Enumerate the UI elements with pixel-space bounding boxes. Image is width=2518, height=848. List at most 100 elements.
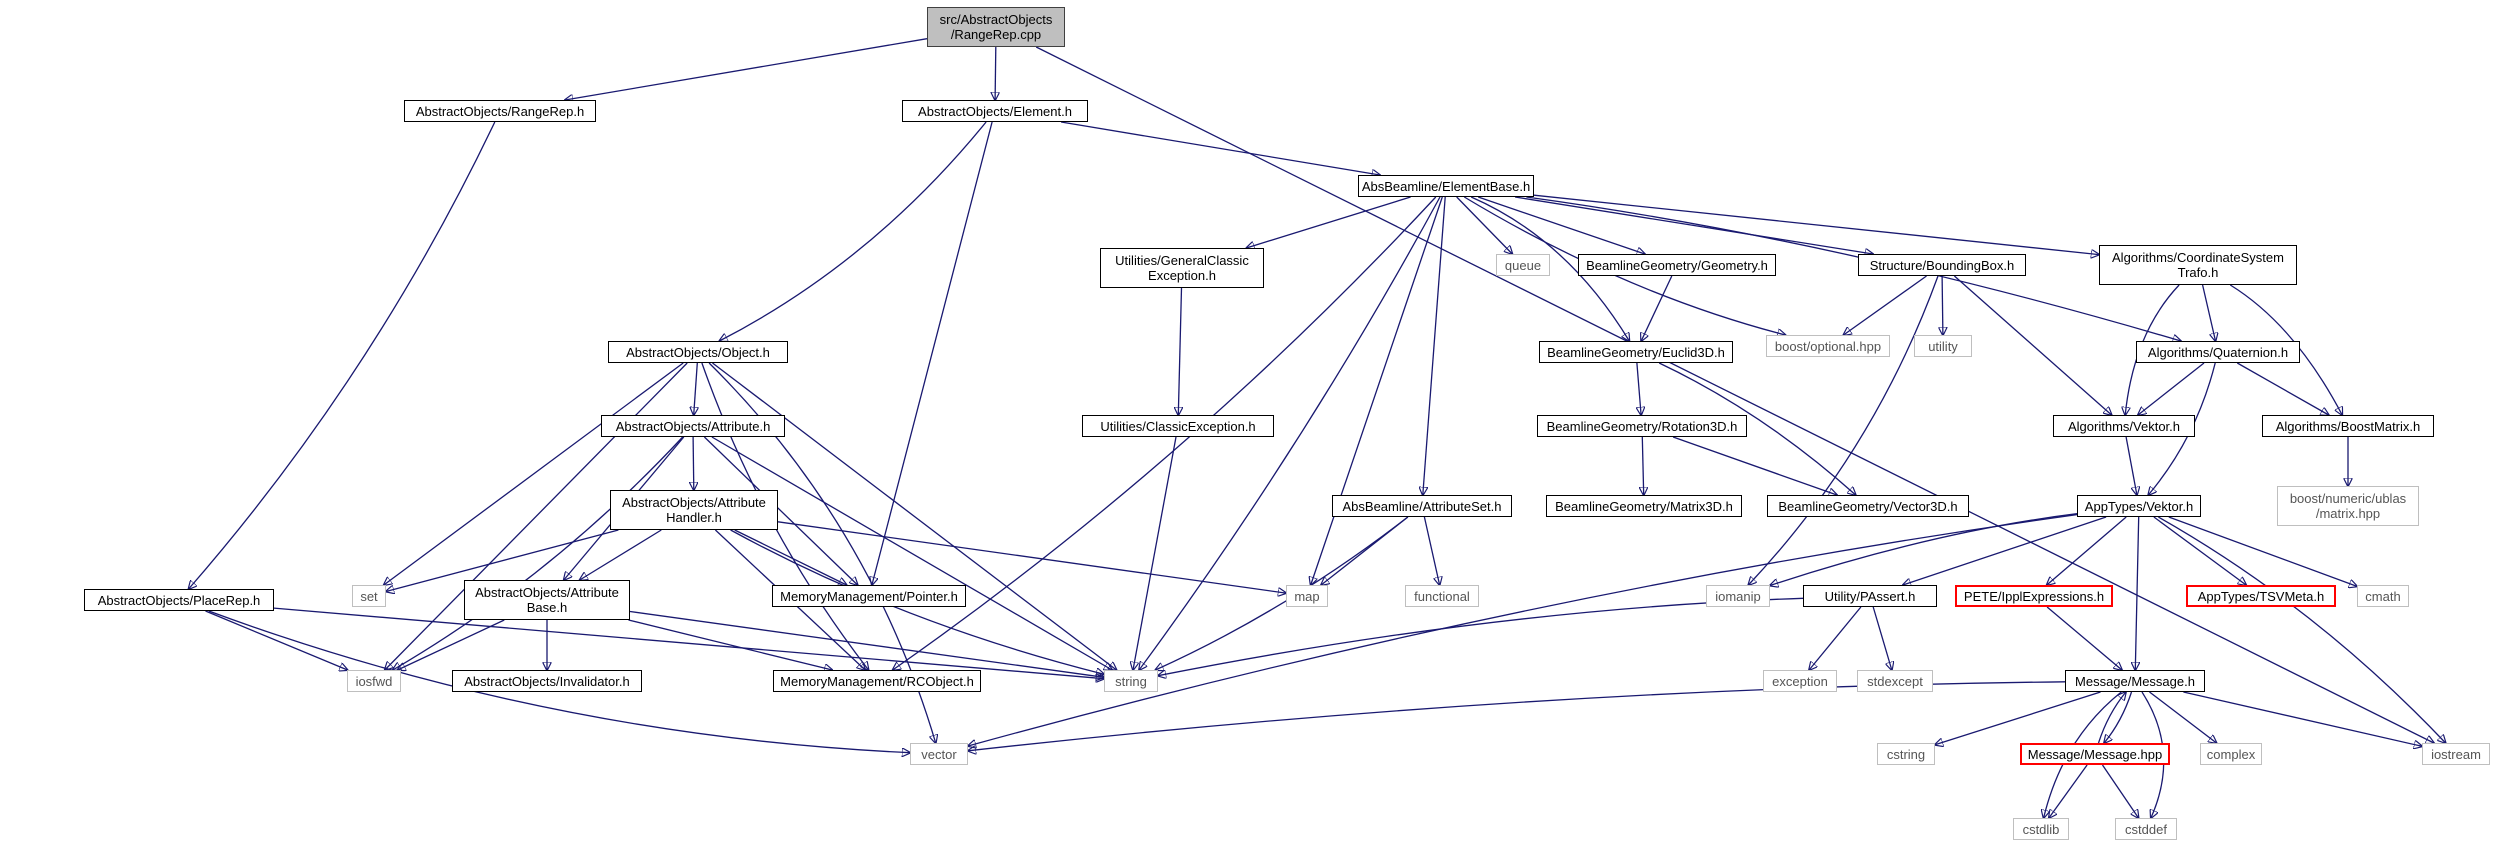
node-boostmatrix-h[interactable]: Algorithms/BoostMatrix.h xyxy=(2262,415,2434,437)
edge-placerep_h-to-string xyxy=(273,607,1104,679)
edge-root-to-iostream xyxy=(1035,46,2434,743)
edge-attributeset_h-to-functional xyxy=(1423,516,1439,585)
edge-placerep_h-to-iosfwd xyxy=(205,610,348,670)
node-string: string xyxy=(1104,670,1158,692)
edge-rangerep_h-to-placerep_h xyxy=(189,121,496,589)
node-ipplexpressions-h[interactable]: PETE/IpplExpressions.h xyxy=(1955,585,2113,607)
node-queue: queue xyxy=(1496,254,1550,276)
edge-object_h-to-attribute_h xyxy=(694,362,698,415)
node-boundingbox-h[interactable]: Structure/BoundingBox.h xyxy=(1858,254,2026,276)
edge-boundingbox_h-to-iomanip xyxy=(1748,275,1939,585)
edge-attribute_h-to-attributehandler_h xyxy=(693,436,694,490)
edge-apptypes_vektor_h-to-tsvmeta_h xyxy=(2153,516,2246,585)
node-object-h[interactable]: AbstractObjects/Object.h xyxy=(608,341,788,363)
edge-apptypes_vektor_h-to-cmath xyxy=(2168,516,2357,586)
edge-passert_h-to-exception xyxy=(1809,606,1862,670)
edge-object_h-to-string xyxy=(712,362,1117,670)
node-pointer-h[interactable]: MemoryManagement/Pointer.h xyxy=(772,585,966,607)
node-quaternion-h[interactable]: Algorithms/Quaternion.h xyxy=(2136,341,2300,363)
node-iosfwd: iosfwd xyxy=(347,670,401,692)
node-passert-h[interactable]: Utility/PAssert.h xyxy=(1803,585,1937,607)
node-coordinatesystemtrafo-h[interactable]: Algorithms/CoordinateSystem Trafo.h xyxy=(2099,245,2297,285)
node-classicexception-h[interactable]: Utilities/ClassicException.h xyxy=(1082,415,1274,437)
node-attributeset-h[interactable]: AbsBeamline/AttributeSet.h xyxy=(1332,495,1512,517)
edge-placerep_h-to-vector xyxy=(208,610,910,753)
edge-boundingbox_h-to-boost_optional xyxy=(1844,275,1927,335)
node-element-h[interactable]: AbstractObjects/Element.h xyxy=(902,100,1088,122)
edge-attributebase_h-to-iosfwd xyxy=(398,619,505,670)
edge-euclid3d_h-to-rotation3d_h xyxy=(1637,362,1641,415)
node-utility: utility xyxy=(1914,335,1972,357)
edge-attribute_h-to-string xyxy=(711,436,1112,670)
edge-quaternion_h-to-alg_vektor_h xyxy=(2138,362,2205,415)
node-attributehandler-h[interactable]: AbstractObjects/Attribute Handler.h xyxy=(610,490,778,530)
edge-apptypes_vektor_h-to-iostream xyxy=(2158,516,2445,743)
node-attributebase-h[interactable]: AbstractObjects/Attribute Base.h xyxy=(464,580,630,620)
edge-generalclassic_h-to-classicexception_h xyxy=(1178,287,1181,415)
edge-rotation3d_h-to-vector3d_h xyxy=(1672,436,1837,495)
edge-elementbase_h-to-coordtrafo_h xyxy=(1533,194,2099,254)
node-geometry-h[interactable]: BeamlineGeometry/Geometry.h xyxy=(1578,254,1776,276)
edge-elementbase_h-to-boundingbox_h xyxy=(1514,196,1873,254)
node-vector: vector xyxy=(910,743,968,765)
node-vector3d-h[interactable]: BeamlineGeometry/Vector3D.h xyxy=(1767,495,1969,517)
node-matrix3d-h[interactable]: BeamlineGeometry/Matrix3D.h xyxy=(1546,495,1742,517)
edge-coordtrafo_h-to-boostmatrix_h xyxy=(2229,284,2342,415)
edge-object_h-to-iosfwd xyxy=(385,362,688,670)
node-tsvmeta-h[interactable]: AppTypes/TSVMeta.h xyxy=(2186,585,2336,607)
edge-attributehandler_h-to-pointer_h xyxy=(734,529,847,585)
edge-attribute_h-to-iosfwd xyxy=(393,436,684,670)
node-rcobject-h[interactable]: MemoryManagement/RCObject.h xyxy=(773,670,981,692)
edge-rotation3d_h-to-matrix3d_h xyxy=(1642,436,1643,495)
node-algorithms-vektor-h[interactable]: Algorithms/Vektor.h xyxy=(2053,415,2195,437)
node-boost-optional: boost/optional.hpp xyxy=(1766,335,1890,357)
edge-attributehandler_h-to-map xyxy=(777,521,1286,593)
edge-euclid3d_h-to-vector3d_h xyxy=(1658,362,1856,495)
edge-quaternion_h-to-boostmatrix_h xyxy=(2236,362,2328,415)
edge-root-to-element_h xyxy=(995,46,996,100)
node-message-hpp[interactable]: Message/Message.hpp xyxy=(2020,743,2170,765)
node-placerep-h[interactable]: AbstractObjects/PlaceRep.h xyxy=(84,589,274,611)
edge-attribute_h-to-pointer_h xyxy=(703,436,857,585)
edge-message_hpp-to-message_h xyxy=(2097,692,2126,744)
node-cstdlib: cstdlib xyxy=(2013,818,2069,840)
node-apptypes-vektor-h[interactable]: AppTypes/Vektor.h xyxy=(2077,495,2201,517)
edge-message_h-to-complex xyxy=(2149,691,2217,743)
edge-coordtrafo_h-to-quaternion_h xyxy=(2201,284,2216,341)
edge-elementbase_h-to-map xyxy=(1311,196,1443,585)
node-cmath: cmath xyxy=(2357,585,2409,607)
node-euclid3d-h[interactable]: BeamlineGeometry/Euclid3D.h xyxy=(1539,341,1733,363)
edge-boundingbox_h-to-utility xyxy=(1942,275,1943,335)
node-stdexcept: stdexcept xyxy=(1857,670,1933,692)
edge-element_h-to-elementbase_h xyxy=(1060,121,1380,175)
node-cstring: cstring xyxy=(1877,743,1935,765)
node-elementbase-h[interactable]: AbsBeamline/ElementBase.h xyxy=(1358,175,1534,197)
node-rotation3d-h[interactable]: BeamlineGeometry/Rotation3D.h xyxy=(1537,415,1747,437)
edge-message_hpp-to-cstdlib xyxy=(2049,764,2088,818)
edge-elementbase_h-to-queue xyxy=(1456,196,1513,254)
edge-geometry_h-to-euclid3d_h xyxy=(1641,275,1673,341)
edge-attributehandler_h-to-set xyxy=(386,529,619,592)
edge-passert_h-to-string xyxy=(1158,597,1804,675)
edge-elementbase_h-to-geometry_h xyxy=(1477,196,1645,254)
edge-attributebase_h-to-rcobject_h xyxy=(628,619,833,670)
edge-elementbase_h-to-attributeset_h xyxy=(1423,196,1446,495)
node-attribute-h[interactable]: AbstractObjects/Attribute.h xyxy=(601,415,785,437)
node-set: set xyxy=(352,585,386,607)
node-map: map xyxy=(1286,585,1328,607)
edge-passert_h-to-stdexcept xyxy=(1872,606,1892,670)
edge-attributebase_h-to-string xyxy=(629,610,1104,678)
node-rangerep-cpp: src/AbstractObjects /RangeRep.cpp xyxy=(927,7,1065,47)
node-generalclassic-exception-h[interactable]: Utilities/GeneralClassic Exception.h xyxy=(1100,248,1264,288)
node-rangerep-h[interactable]: AbstractObjects/RangeRep.h xyxy=(404,100,596,122)
edge-object_h-to-set xyxy=(384,362,684,585)
edge-message_h-to-iostream xyxy=(2183,691,2422,746)
node-invalidator-h[interactable]: AbstractObjects/Invalidator.h xyxy=(452,670,642,692)
node-message-h[interactable]: Message/Message.h xyxy=(2065,670,2205,692)
edge-attributeset_h-to-string xyxy=(1155,516,1409,670)
node-iostream: iostream xyxy=(2422,743,2490,765)
edge-ipplexpr_h-to-message_h xyxy=(2046,606,2122,670)
node-ublas-matrix: boost/numeric/ublas /matrix.hpp xyxy=(2277,486,2419,526)
edge-apptypes_vektor_h-to-ipplexpr_h xyxy=(2047,516,2127,585)
edge-elementbase_h-to-generalclassic_h xyxy=(1246,196,1411,248)
